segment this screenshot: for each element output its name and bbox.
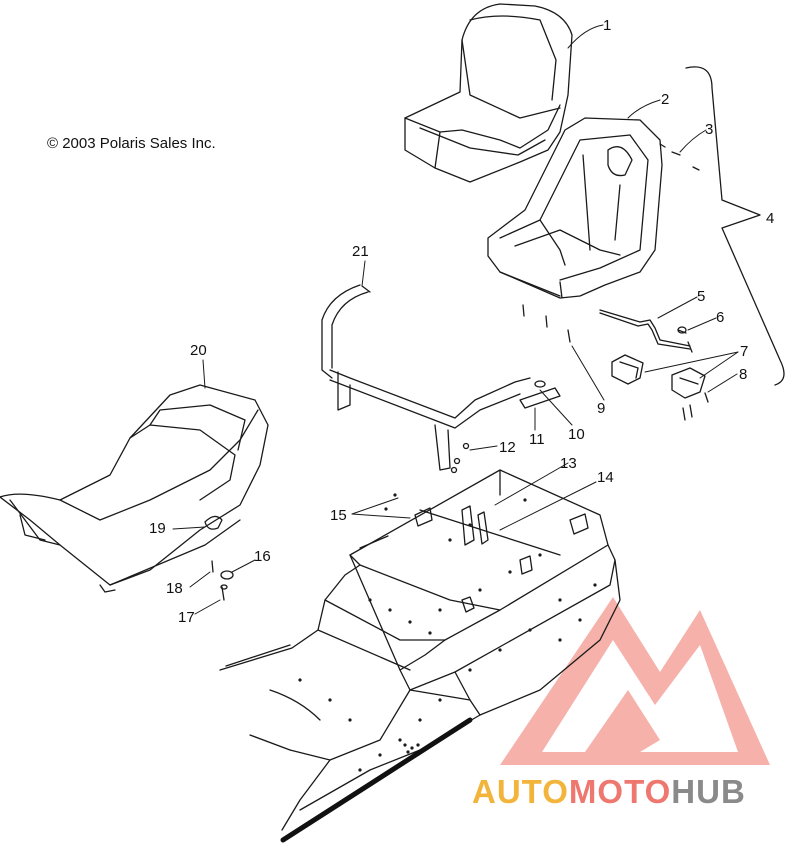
callout-16: 16 xyxy=(254,548,271,565)
screw-parts xyxy=(659,143,700,171)
callout-7: 7 xyxy=(740,343,749,360)
chassis-tunnel xyxy=(219,469,621,831)
callout-11: 11 xyxy=(529,431,545,448)
grab-bar-part xyxy=(321,284,531,471)
tube-part xyxy=(519,380,561,409)
stud-parts xyxy=(522,304,571,343)
callout-19: 19 xyxy=(149,520,166,537)
callout-20: 20 xyxy=(190,342,207,359)
seat-cushion-part xyxy=(404,3,573,183)
callout-15: 15 xyxy=(330,507,347,524)
watermark-moto: MOTO xyxy=(568,773,672,810)
callout-10: 10 xyxy=(568,426,585,443)
fastener-parts xyxy=(450,442,470,474)
watermark-brand-text: AUTOMOTOHUB xyxy=(472,773,746,811)
callout-12: 12 xyxy=(499,439,516,456)
callout-9: 9 xyxy=(597,400,606,417)
bolt-parts xyxy=(682,392,709,421)
callout-21: 21 xyxy=(352,243,369,260)
rivet-dots xyxy=(298,493,597,772)
slide-rail xyxy=(280,717,473,843)
watermark-hub: HUB xyxy=(671,773,746,810)
callout-2: 2 xyxy=(661,91,670,108)
callout-18: 18 xyxy=(166,580,183,597)
small-hardware-parts xyxy=(211,560,234,601)
watermark-logo xyxy=(500,597,770,765)
callout-8: 8 xyxy=(739,366,748,383)
callout-4: 4 xyxy=(766,210,775,227)
callout-1: 1 xyxy=(603,17,612,34)
rod-part xyxy=(599,309,693,353)
assembly-bracket-4 xyxy=(685,66,785,386)
hinge-bracket-parts xyxy=(611,354,706,399)
callout-6: 6 xyxy=(716,309,725,326)
rear-seat-part xyxy=(0,384,269,593)
seat-base-part xyxy=(487,117,663,299)
copyright-notice: © 2003 Polaris Sales Inc. xyxy=(47,135,216,152)
callout-17: 17 xyxy=(178,609,195,626)
fitting-part xyxy=(677,326,687,334)
callout-14: 14 xyxy=(597,469,614,486)
leader-lines xyxy=(172,24,739,615)
callout-3: 3 xyxy=(705,121,714,138)
callout-5: 5 xyxy=(697,288,706,305)
watermark-auto: AUTO xyxy=(472,773,569,810)
callout-13: 13 xyxy=(560,455,577,472)
